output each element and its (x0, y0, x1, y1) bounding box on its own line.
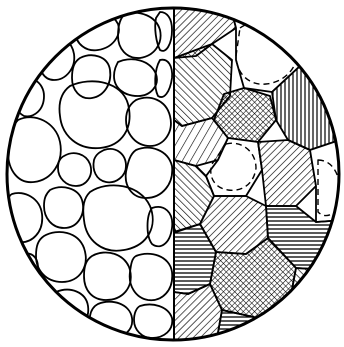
right-half-grains (174, 4, 344, 344)
cell (83, 185, 152, 250)
left-half-cells (6, 11, 173, 338)
cell (59, 81, 129, 148)
cell (58, 153, 91, 186)
grain-right-bottom (290, 268, 330, 310)
cell (8, 117, 61, 182)
cell (36, 232, 86, 282)
cell (134, 305, 172, 339)
cell (118, 13, 161, 58)
cell (94, 149, 127, 182)
cell (84, 252, 131, 300)
grain-right-hatched-2 (258, 140, 316, 206)
cell (48, 290, 89, 330)
cell (155, 12, 172, 51)
cell (126, 148, 173, 198)
cell (75, 11, 119, 50)
cell (130, 254, 173, 300)
cell (13, 254, 38, 287)
cell (44, 187, 83, 228)
cell (72, 55, 110, 98)
cell (6, 193, 43, 242)
cell (126, 98, 171, 146)
